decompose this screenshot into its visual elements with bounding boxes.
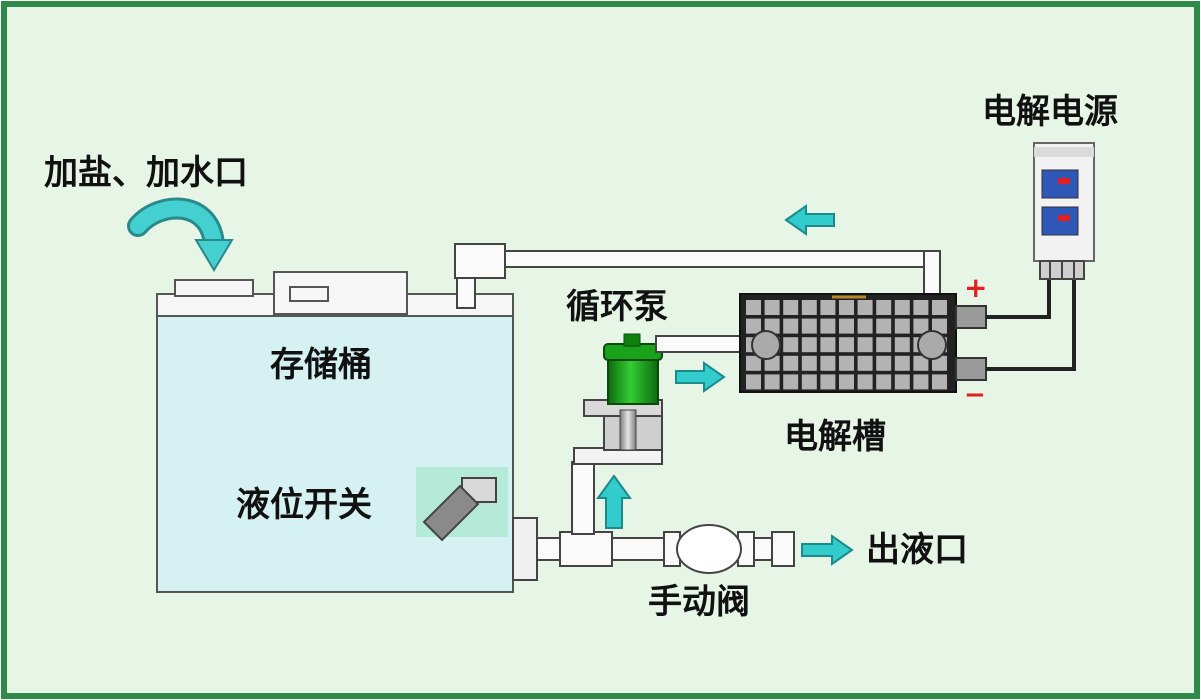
- cell-plate: [857, 300, 873, 315]
- outlet-arrow-icon: [801, 534, 854, 566]
- power-supply-label: 电解电源: [982, 92, 1118, 132]
- cell-plate: [876, 355, 892, 371]
- cell-plate: [746, 374, 761, 390]
- cell-plate: [857, 355, 873, 371]
- cell-plate: [932, 300, 947, 315]
- electrolysis-cell: [739, 293, 987, 393]
- fill-arrow-icon: [127, 197, 234, 272]
- cell-plate: [839, 337, 854, 353]
- cell-plate: [746, 355, 761, 371]
- cell-plate: [801, 300, 817, 315]
- cell-plate: [876, 337, 892, 353]
- circulation-pump: [573, 333, 755, 465]
- cell-plate: [746, 300, 761, 315]
- cell-plate: [894, 337, 910, 353]
- cell-plate: [783, 355, 799, 371]
- positive-sign: +: [964, 271, 988, 304]
- valve-label: 手动阀: [648, 582, 750, 622]
- storage-tank: [156, 271, 514, 593]
- cell-plate: [783, 337, 799, 353]
- cell-plate: [932, 318, 947, 334]
- cell-plate: [801, 318, 817, 334]
- cell-plate: [820, 355, 836, 371]
- pump-label: 循环泵: [566, 287, 668, 327]
- cell-plate: [801, 355, 817, 371]
- cell-plate: [876, 374, 892, 390]
- flow-arrow-up-icon: [596, 474, 632, 529]
- cell-plate: [783, 318, 799, 334]
- cell-plate: [820, 318, 836, 334]
- manual-valve: [663, 524, 755, 574]
- cell-plate: [894, 300, 910, 315]
- cell-plate: [876, 300, 892, 315]
- flow-arrow-right-icon: [675, 361, 726, 393]
- cell-plate: [894, 374, 910, 390]
- cell-plate: [894, 318, 910, 334]
- cell-plate: [783, 300, 799, 315]
- cell-plate: [876, 318, 892, 334]
- cell-plate: [820, 337, 836, 353]
- cell-plate: [801, 337, 817, 353]
- power-wires: [986, 279, 1076, 371]
- cell-plate: [783, 374, 799, 390]
- inlet-label: 加盐、加水口: [44, 153, 248, 193]
- cell-plate: [839, 355, 854, 371]
- outlet-label: 出液口: [866, 530, 968, 570]
- cell-plate: [746, 318, 761, 334]
- cell-plate: [820, 300, 836, 315]
- cell-plate: [913, 355, 929, 371]
- tank-label: 存储桶: [270, 345, 372, 385]
- cell-plate: [820, 374, 836, 390]
- cell-plate: [801, 374, 817, 390]
- power-supply: [1033, 142, 1095, 280]
- cell-plate: [913, 318, 929, 334]
- cell-plate: [857, 337, 873, 353]
- cell-plate: [932, 374, 947, 390]
- cell-plate: [764, 374, 780, 390]
- cell-plate: [839, 300, 854, 315]
- negative-sign: −: [964, 380, 986, 410]
- cell-plate: [764, 318, 780, 334]
- cell-plate: [913, 300, 929, 315]
- cell-plate: [913, 374, 929, 390]
- cell-plate: [839, 318, 854, 334]
- level-switch: [416, 467, 508, 542]
- cell-plate: [857, 374, 873, 390]
- cell-plate: [857, 318, 873, 334]
- flow-arrow-left-icon: [784, 204, 835, 236]
- cell-label: 电解槽: [784, 417, 886, 457]
- cell-plate: [839, 374, 854, 390]
- level-switch-label: 液位开关: [236, 485, 372, 525]
- cell-plate: [764, 300, 780, 315]
- cell-plate: [894, 355, 910, 371]
- cell-plate: [932, 355, 947, 371]
